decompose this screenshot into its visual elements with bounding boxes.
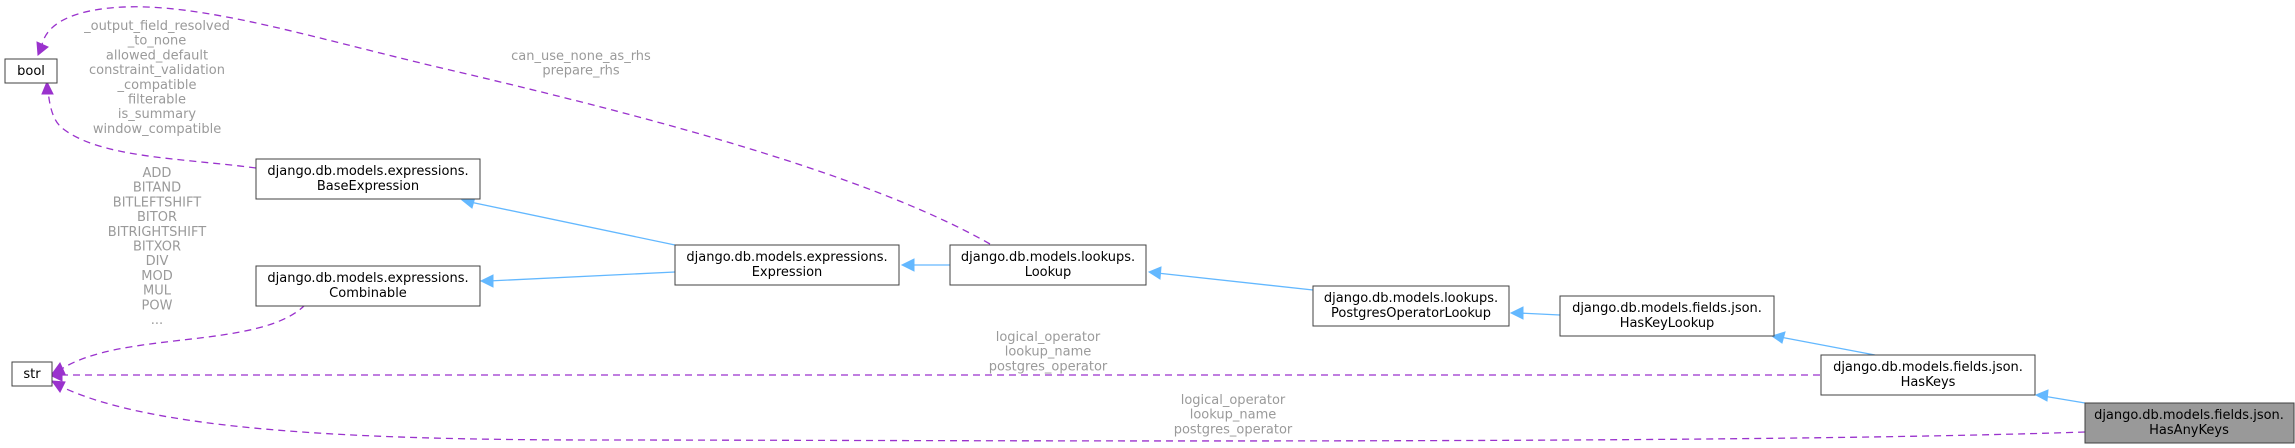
label-line: can_use_none_as_rhs [511, 49, 651, 64]
arrowhead-expression [900, 258, 915, 272]
arrowhead-has-keys [2034, 389, 2049, 402]
arrowhead-str-from-has-any-keys [50, 380, 66, 393]
node-str[interactable]: str [11, 361, 53, 387]
node-label: str [23, 367, 41, 382]
arrowhead-str-from-has-keys [48, 368, 63, 382]
label-line: BITAND [133, 181, 181, 196]
label-line: ADD [143, 166, 172, 181]
edge-expression-to-base-expression [469, 201, 676, 246]
node-label: django.db.models.expressions.BaseExpress… [267, 164, 468, 194]
node-label: django.db.models.lookups.Lookup [961, 250, 1135, 280]
label-line: django.db.models.lookups. [1324, 291, 1498, 306]
edge-lookup-to-bool [41, 6, 991, 245]
arrowhead-bool-from-lookup [36, 41, 49, 56]
label-line: BITLEFTSHIFT [113, 195, 201, 210]
node-label: django.db.models.fields.json.HasKeys [1833, 360, 2023, 390]
edge-expression-to-combinable [487, 271, 676, 282]
label-line: django.db.models.expressions. [686, 250, 887, 265]
label-line: allowed_default [106, 48, 208, 63]
label-line: prepare_rhs [542, 64, 619, 79]
edges [36, 6, 2086, 442]
node-label: django.db.models.fields.json.HasKeyLooku… [1572, 301, 1762, 331]
edge-has-any-keys-to-has-keys [2042, 395, 2086, 404]
label-line: django.db.models.lookups. [961, 250, 1135, 265]
node-label: django.db.models.lookups.PostgresOperato… [1324, 291, 1498, 321]
node-has-key-lookup[interactable]: django.db.models.fields.json.HasKeyLooku… [1559, 295, 1775, 337]
label-line: MUL [143, 284, 172, 299]
label-line: BITOR [137, 210, 177, 225]
node-base-expression[interactable]: django.db.models.expressions.BaseExpress… [255, 158, 481, 200]
label-line: Lookup [1025, 265, 1072, 280]
label-line: bool [17, 64, 45, 79]
node-expression[interactable]: django.db.models.expressions.Expression [674, 244, 900, 286]
node-label: django.db.models.expressions.Expression [686, 250, 887, 280]
label-line: _output_field_resolved [83, 19, 230, 34]
edge-has-any-keys-to-str [59, 385, 2086, 442]
label-line: Expression [752, 265, 823, 280]
edge-combinable-to-str [59, 304, 306, 371]
node-label: django.db.models.fields.json.HasAnyKeys [2094, 408, 2284, 438]
label-line: BITXOR [133, 240, 181, 255]
node-postgres-operator-lookup[interactable]: django.db.models.lookups.PostgresOperato… [1312, 285, 1510, 327]
label-line: postgres_operator [989, 359, 1108, 374]
arrowhead-lookup [1147, 266, 1162, 280]
node-has-keys[interactable]: django.db.models.fields.json.HasKeys [1820, 354, 2036, 396]
node-lookup[interactable]: django.db.models.lookups.Lookup [949, 244, 1147, 286]
label-line: POW [142, 298, 173, 313]
label-line: str [23, 367, 41, 382]
label-line: logical_operator [996, 330, 1101, 345]
node-bool[interactable]: bool [4, 58, 58, 84]
label-line: constraint_validation [89, 63, 225, 78]
label-line: lookup_name [1005, 345, 1092, 360]
label-line: django.db.models.fields.json. [1572, 301, 1762, 316]
arrowhead-combinable [479, 274, 494, 288]
label-line: ... [151, 313, 163, 328]
node-label: bool [17, 64, 45, 79]
label-line: HasKeyLookup [1620, 316, 1715, 331]
label-line: django.db.models.expressions. [267, 164, 468, 179]
edge-has-keys-to-has-key-lookup [1779, 336, 1876, 356]
label-line: logical_operator [1181, 393, 1286, 408]
label-line: django.db.models.fields.json. [1833, 360, 2023, 375]
label-line: DIV [146, 254, 169, 269]
label-line: _compatible [116, 78, 196, 93]
label-line: HasKeys [1901, 375, 1956, 390]
node-has-any-keys[interactable]: django.db.models.fields.json.HasAnyKeys [2084, 402, 2295, 444]
label-line: is_summary [118, 107, 197, 122]
arrowhead-bool-from-base-expression [41, 80, 54, 95]
label-line: postgres_operator [1174, 422, 1293, 437]
label-line: filterable [128, 93, 186, 108]
edge-has-key-lookup-to-postgres-operator-lookup [1518, 312, 1561, 316]
label-line: PostgresOperatorLookup [1331, 306, 1491, 321]
arrowhead-postgres-operator-lookup [1509, 306, 1524, 320]
label-line: BITRIGHTSHIFT [108, 225, 206, 240]
label-line: Combinable [329, 286, 407, 301]
label-line: window_compatible [93, 122, 221, 137]
label-line: lookup_name [1190, 408, 1277, 423]
label-line: HasAnyKeys [2149, 423, 2229, 438]
label-line: _to_none [127, 34, 186, 49]
label-line: MOD [141, 269, 172, 284]
node-combinable[interactable]: django.db.models.expressions.Combinable [255, 265, 481, 307]
arrowhead-has-key-lookup [1770, 331, 1786, 344]
label-line: django.db.models.expressions. [267, 271, 468, 286]
edge-postgres-operator-lookup-to-lookup [1156, 272, 1314, 291]
label-line: django.db.models.fields.json. [2094, 408, 2284, 423]
node-label: django.db.models.expressions.Combinable [267, 271, 468, 301]
edge-base-expression-to-bool [47, 89, 257, 169]
label-line: BaseExpression [317, 179, 419, 194]
